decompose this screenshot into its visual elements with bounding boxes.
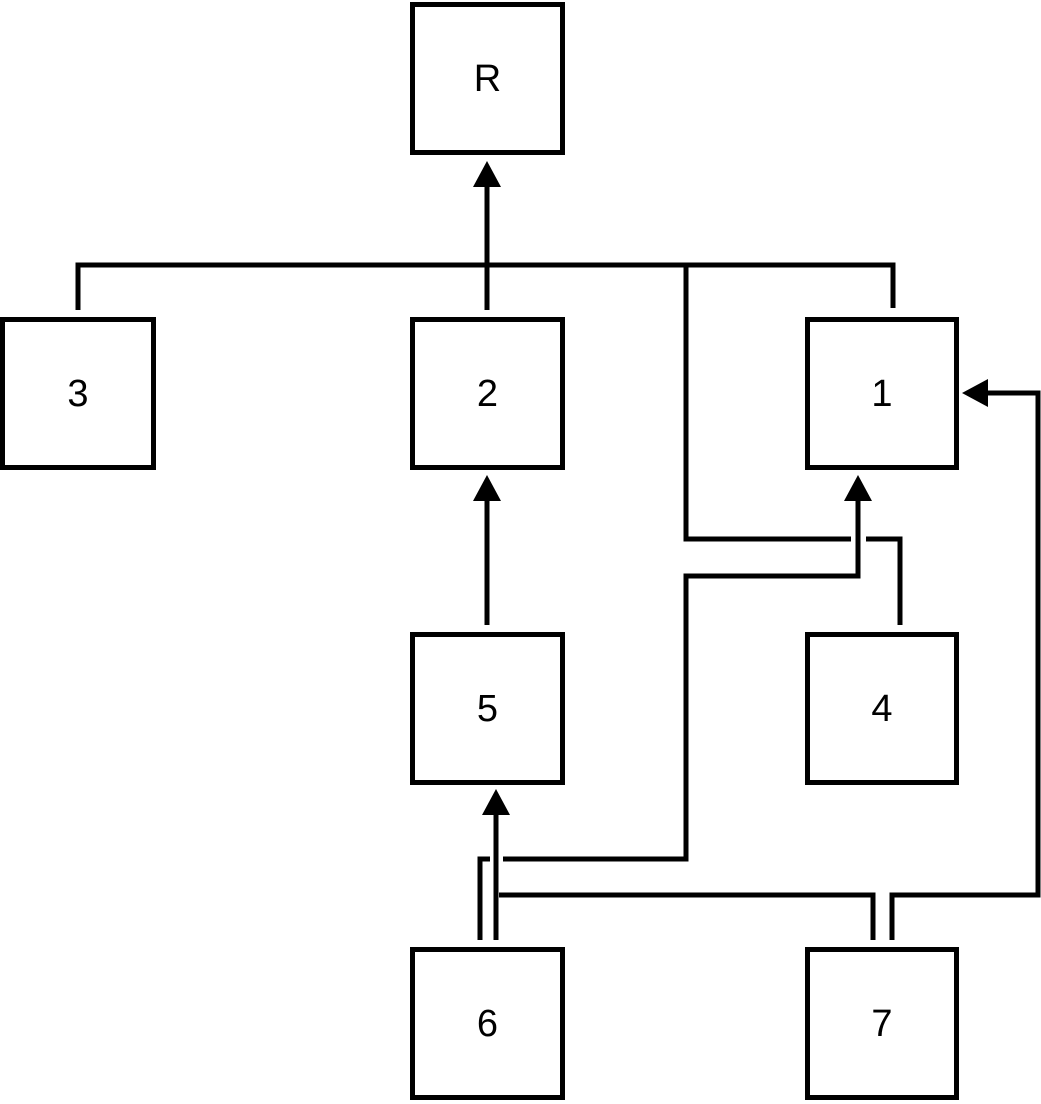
node-4-label: 4	[871, 687, 893, 730]
arrowhead-into-R	[473, 161, 501, 187]
edge-7-to-5-line	[499, 892, 876, 940]
node-7-label: 7	[871, 1002, 893, 1045]
node-5: 5	[410, 632, 565, 785]
node-6: 6	[410, 947, 565, 1100]
node-4: 4	[805, 632, 959, 785]
edge-4-to-R-line	[683, 265, 903, 625]
arrowhead-into-1-bottom	[844, 475, 872, 501]
node-3: 3	[0, 317, 156, 470]
node-2: 2	[410, 317, 565, 470]
node-3-label: 3	[67, 372, 89, 415]
node-R-label: R	[473, 57, 502, 100]
node-6-label: 6	[476, 1002, 499, 1045]
edge-6-to-1-line	[477, 501, 861, 940]
node-1-label: 1	[871, 372, 893, 415]
arrowhead-into-2	[473, 475, 501, 501]
node-2-label: 2	[476, 372, 499, 415]
edge-7-to-1-line	[889, 390, 1041, 940]
node-R: R	[410, 2, 565, 155]
node-1: 1	[805, 317, 959, 470]
arrowhead-into-1-right	[962, 379, 988, 407]
node-7: 7	[805, 947, 959, 1100]
node-5-label: 5	[476, 687, 499, 730]
arrowhead-into-5	[482, 789, 510, 815]
